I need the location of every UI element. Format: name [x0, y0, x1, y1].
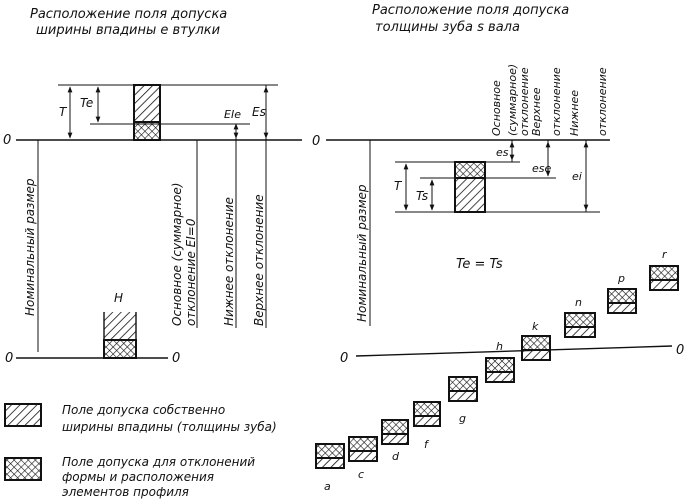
- left-bottom-zero-label-right: 0: [172, 351, 180, 366]
- right-col-summary: (суммарное): [506, 64, 519, 136]
- right-zero-label: 0: [312, 134, 320, 149]
- right-col-lower: Нижнее: [568, 90, 581, 136]
- svg-text:g: g: [459, 412, 466, 425]
- right-form-tolerance-field: [454, 161, 486, 179]
- field-H-form: [103, 339, 137, 359]
- left-EIe-label: EIe: [224, 108, 241, 121]
- svg-text:a: a: [324, 480, 331, 493]
- right-bottom-zero-line: [355, 345, 673, 357]
- right-equation: Te = Ts: [456, 257, 503, 272]
- field-p: p: [607, 272, 637, 314]
- left-own-tolerance-field: [133, 84, 161, 123]
- legend-form-line2: формы и расположения: [62, 470, 214, 484]
- legend-own-swatch: [4, 403, 42, 427]
- left-T-label: T: [59, 105, 68, 119]
- svg-text:d: d: [392, 450, 400, 463]
- legend-form-swatch: [4, 457, 42, 481]
- left-upper-label: Верхнее отклонение: [252, 194, 266, 326]
- legend-own-line2: ширины впадины (толщины зуба): [62, 420, 277, 434]
- svg-text:k: k: [532, 320, 539, 333]
- field-H-label: H: [114, 291, 123, 305]
- right-ei-label: ei: [572, 170, 582, 183]
- left-title-line2: ширины впадины е втулки: [36, 23, 220, 38]
- right-col-basic: Основное: [490, 80, 503, 136]
- right-ese-label: ese: [532, 162, 551, 175]
- svg-text:h: h: [496, 340, 503, 353]
- left-Es-label: Es: [252, 105, 266, 119]
- svg-text:n: n: [575, 296, 582, 309]
- left-lower-label: Нижнее отклонение: [222, 197, 236, 326]
- svg-text:r: r: [662, 248, 668, 261]
- svg-text:p: p: [617, 272, 625, 285]
- left-zero-label: 0: [3, 133, 11, 148]
- right-col-deviation: отклонение: [518, 67, 531, 136]
- field-H-own: [104, 312, 136, 340]
- field-g: g: [448, 376, 478, 425]
- svg-text:c: c: [358, 468, 364, 481]
- field-r: r: [649, 248, 679, 291]
- right-col-upper-dev: отклонение: [550, 67, 563, 136]
- right-title-line2: толщины зуба s вала: [375, 20, 520, 35]
- field-f: f: [413, 401, 441, 451]
- legend-form-line3: элементов профиля: [62, 485, 189, 499]
- left-title-line1: Расположение поля допуска: [30, 7, 227, 22]
- right-bottom-zero-label-left: 0: [340, 351, 348, 366]
- legend-form-line1: Поле допуска для отклонений: [62, 455, 255, 469]
- left-Te-label: Te: [80, 96, 93, 110]
- right-own-tolerance-field: [454, 177, 486, 213]
- field-c: c: [348, 436, 378, 481]
- right-nominal-label: Номинальный размер: [355, 184, 369, 322]
- right-T-label: T: [394, 179, 403, 193]
- right-es-label: es: [496, 146, 509, 159]
- field-h: h: [485, 340, 515, 383]
- right-col-lower-dev: отклонение: [596, 67, 609, 136]
- field-d: d: [381, 419, 409, 463]
- right-Ts-label: Ts: [416, 189, 428, 203]
- right-title-line1: Расположение поля допуска: [372, 3, 569, 18]
- left-basic-label-2: отклонение EI=0: [184, 218, 198, 326]
- field-a: a: [315, 443, 345, 493]
- right-bottom-zero-label-right: 0: [676, 343, 684, 358]
- left-bottom-zero-label-left: 0: [5, 351, 13, 366]
- field-n: n: [564, 296, 596, 338]
- field-k: k: [521, 320, 551, 361]
- left-form-tolerance-field: [133, 121, 161, 141]
- right-col-upper: Верхнее: [530, 87, 543, 136]
- left-basic-label-1: Основное (суммарное): [170, 183, 184, 326]
- legend-own-line1: Поле допуска собственно: [62, 403, 225, 417]
- svg-text:f: f: [424, 438, 430, 451]
- left-nominal-label: Номинальный размер: [23, 178, 37, 316]
